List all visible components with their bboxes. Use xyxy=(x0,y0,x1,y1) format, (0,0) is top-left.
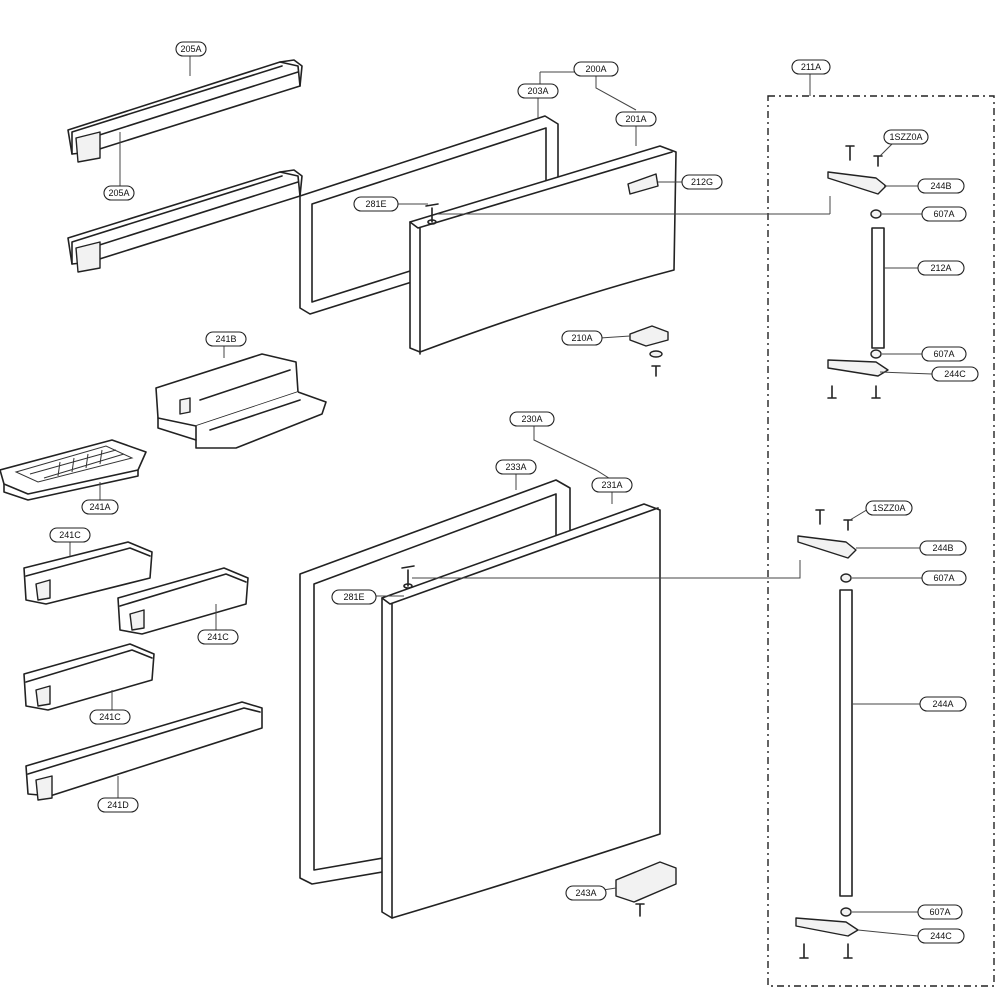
egg-box xyxy=(155,353,327,449)
tag-bracket-upper-1: 244B xyxy=(917,178,965,194)
svg-text:244B: 244B xyxy=(932,543,953,553)
tag-screw-upper-2: 1SZZ0A xyxy=(865,500,913,516)
freezer-gasket xyxy=(299,115,559,315)
svg-text:200A: 200A xyxy=(585,64,606,74)
svg-text:241A: 241A xyxy=(89,502,110,512)
svg-text:210A: 210A xyxy=(571,333,592,343)
svg-text:212A: 212A xyxy=(930,263,951,273)
svg-text:244C: 244C xyxy=(930,931,952,941)
svg-text:230A: 230A xyxy=(521,414,542,424)
tag-egg-tray: 241A xyxy=(81,499,119,515)
tag-fridge-hinge-bottom: 243A xyxy=(565,885,607,901)
svg-text:203A: 203A xyxy=(527,86,548,96)
fridge-door xyxy=(381,503,661,919)
tag-bottle-shelf: 241D xyxy=(97,797,139,813)
svg-text:243A: 243A xyxy=(575,888,596,898)
door-basket-3 xyxy=(23,643,155,711)
door-basket-1 xyxy=(23,541,153,605)
tag-bracket-lower-2: 244C xyxy=(917,928,965,944)
tag-freezer-handle: 212G xyxy=(681,174,723,190)
svg-text:244A: 244A xyxy=(932,699,953,709)
tag-basket-3: 241C xyxy=(89,709,131,725)
tag-freezer-hinge-mid: 210A xyxy=(561,330,603,346)
tag-washer-2: 607A xyxy=(921,346,967,362)
svg-text:205A: 205A xyxy=(108,188,129,198)
door-shelf-second xyxy=(67,169,303,273)
tag-kit-upper: 211A xyxy=(791,59,831,75)
svg-text:241C: 241C xyxy=(207,632,229,642)
tag-washer-3: 607A xyxy=(921,570,967,586)
egg-tray xyxy=(0,439,147,501)
freezer-hinge-mid xyxy=(629,325,669,377)
svg-text:241B: 241B xyxy=(215,334,236,344)
tag-shaft-long: 244A xyxy=(919,696,967,712)
tag-freezer-gasket: 203A xyxy=(517,83,559,99)
tag-fridge-gasket: 233A xyxy=(495,459,537,475)
bottle-shelf xyxy=(25,701,263,801)
svg-text:244B: 244B xyxy=(930,181,951,191)
svg-text:281E: 281E xyxy=(365,199,386,209)
tag-basket-2: 241C xyxy=(197,629,239,645)
svg-text:201A: 201A xyxy=(625,114,646,124)
svg-text:212G: 212G xyxy=(691,177,713,187)
hinge-kit-frame xyxy=(767,95,995,987)
tag-freezer-pin: 281E xyxy=(353,196,399,212)
fridge-hinge-bottom xyxy=(615,861,677,917)
tag-bracket-lower-1: 244C xyxy=(931,366,979,382)
tag-freezer-door: 201A xyxy=(615,111,657,127)
tag-shelf-second: 205A xyxy=(103,185,135,201)
svg-text:1SZZ0A: 1SZZ0A xyxy=(889,132,922,142)
svg-text:607A: 607A xyxy=(933,209,954,219)
svg-text:607A: 607A xyxy=(929,907,950,917)
tag-freezer-door-assy: 200A xyxy=(573,61,619,77)
svg-text:281E: 281E xyxy=(343,592,364,602)
svg-text:1SZZ0A: 1SZZ0A xyxy=(872,503,905,513)
svg-text:241D: 241D xyxy=(107,800,129,810)
svg-text:241C: 241C xyxy=(99,712,121,722)
svg-text:231A: 231A xyxy=(601,480,622,490)
tag-fridge-door-assy: 230A xyxy=(509,411,555,427)
upper-hinge-kit-parts xyxy=(827,145,889,399)
tag-washer-1: 607A xyxy=(921,206,967,222)
door-shelf-top xyxy=(67,59,303,163)
lower-hinge-kit-parts xyxy=(795,509,859,959)
tag-bracket-upper-2: 244B xyxy=(919,540,967,556)
tag-shelf-top: 205A xyxy=(175,41,207,57)
tag-basket-1: 241C xyxy=(49,527,91,543)
svg-text:607A: 607A xyxy=(933,349,954,359)
tag-screw-upper-1: 1SZZ0A xyxy=(883,129,929,145)
tag-shaft-upper: 212A xyxy=(917,260,965,276)
svg-text:244C: 244C xyxy=(944,369,966,379)
door-basket-2 xyxy=(117,567,249,635)
svg-text:233A: 233A xyxy=(505,462,526,472)
tag-egg-box: 241B xyxy=(205,331,247,347)
svg-text:211A: 211A xyxy=(801,62,821,72)
freezer-door xyxy=(409,145,677,355)
leader-lines xyxy=(69,56,933,937)
svg-text:205A: 205A xyxy=(180,44,201,54)
tag-fridge-pin: 281E xyxy=(331,589,377,605)
tag-washer-4: 607A xyxy=(917,904,963,920)
tag-fridge-door: 231A xyxy=(591,477,633,493)
svg-text:241C: 241C xyxy=(59,530,81,540)
svg-text:607A: 607A xyxy=(933,573,954,583)
